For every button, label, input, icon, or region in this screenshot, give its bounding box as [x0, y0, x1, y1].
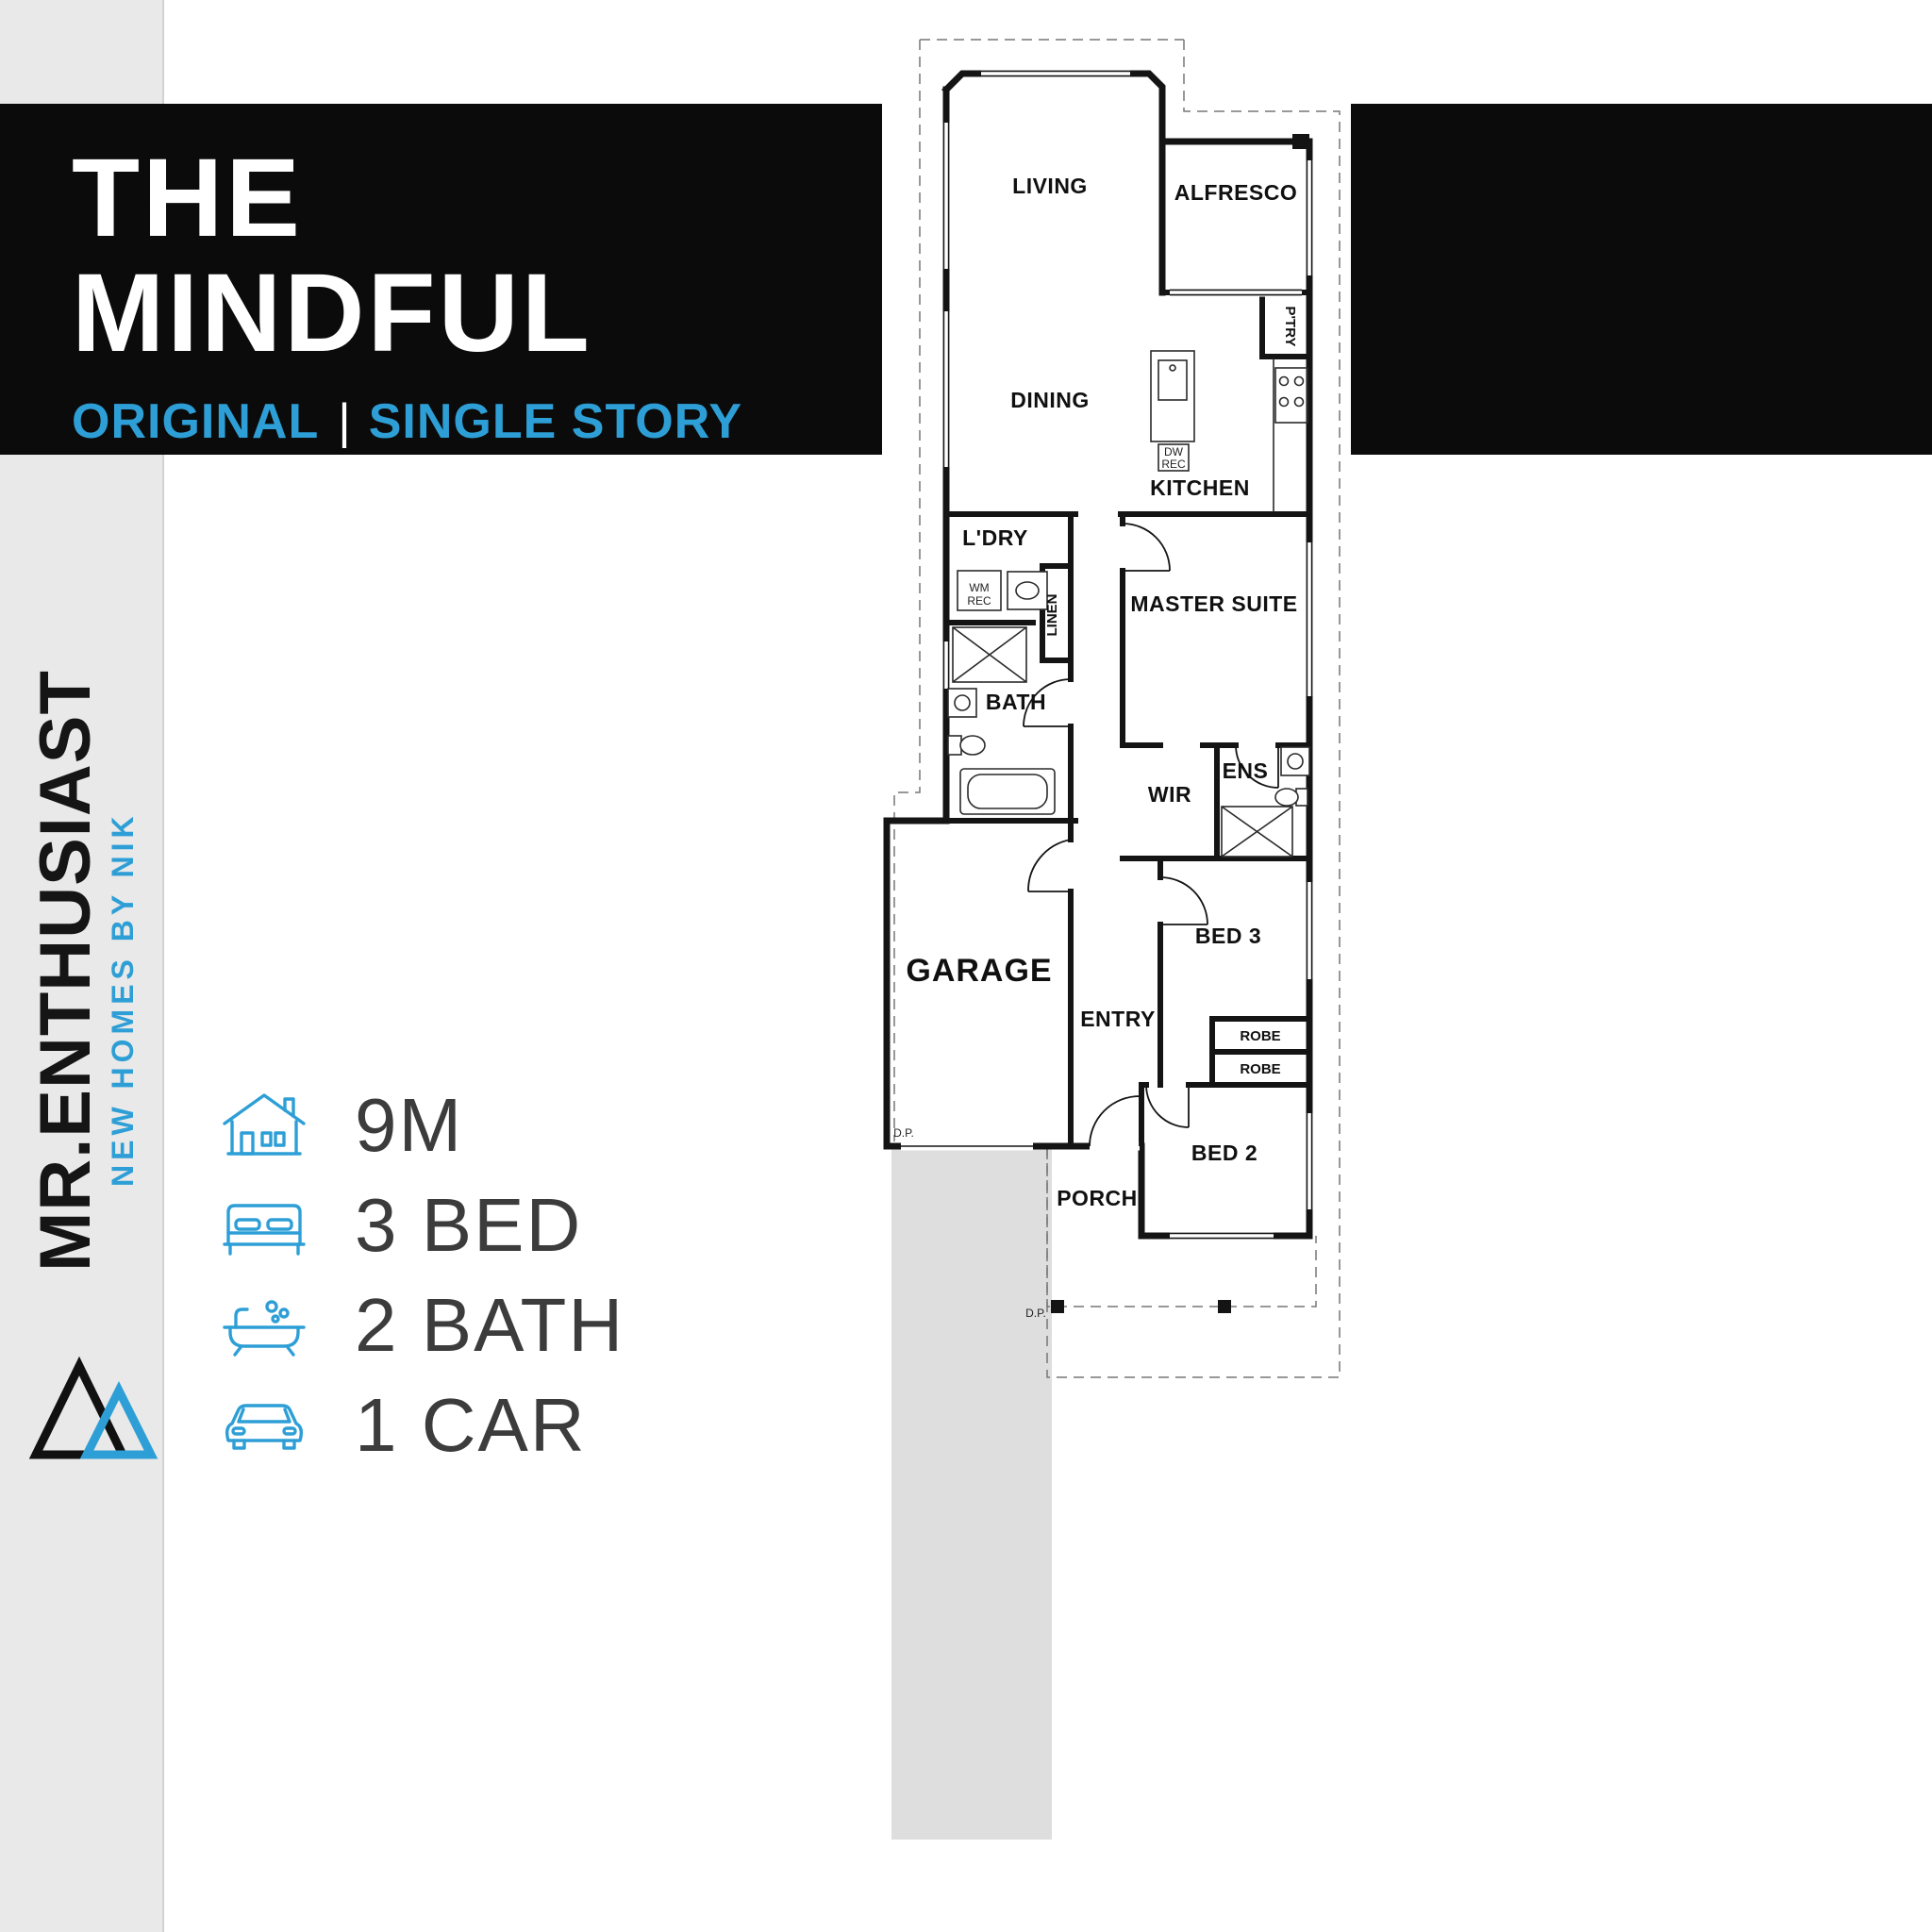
right-black-panel	[1351, 104, 1932, 455]
subtitle-left: ORIGINAL	[72, 394, 320, 450]
room-label-garage: GARAGE	[906, 953, 1052, 989]
room-label-kitchen: KITCHEN	[1150, 475, 1250, 500]
bath-icon	[223, 1300, 306, 1357]
driveway	[891, 1149, 1052, 1840]
features-list: 9M 3 BED 2 BATH	[219, 1083, 625, 1467]
room-label-bed3: BED 3	[1195, 924, 1261, 948]
annotation-downpipe-left: D.P.	[893, 1126, 914, 1140]
logo-black-triangle	[28, 1356, 130, 1459]
subtitle-right: SINGLE STORY	[368, 394, 743, 450]
room-label-pantry: P'TRY	[1282, 306, 1298, 346]
feature-frontage: 9M	[219, 1083, 625, 1167]
room-label-robe1: ROBE	[1240, 1028, 1280, 1044]
room-label-porch: PORCH	[1057, 1186, 1138, 1210]
page-title-line2: MINDFUL	[72, 250, 592, 375]
page-title-line1: THE	[72, 136, 303, 260]
annotation-downpipe-porch: D.P.	[1025, 1307, 1046, 1320]
floor-plan: LIVING ALFRESCO P'TRY DINING KITCHEN L'D…	[883, 39, 1341, 1840]
house-frontage-icon	[223, 1093, 306, 1156]
feature-bedrooms-label: 3 BED	[355, 1183, 583, 1267]
annotation-wm: WM	[969, 581, 989, 594]
logo-blue-triangle	[79, 1380, 158, 1459]
tagline-vertical-text: NEW HOMES BY NIK	[106, 811, 140, 1187]
annotation-dw: DW	[1164, 445, 1184, 458]
feature-garage-label: 1 CAR	[355, 1383, 587, 1467]
room-label-master-suite: MASTER SUITE	[1130, 591, 1297, 616]
subtitle-separator: |	[338, 394, 352, 450]
lot-boundary	[893, 39, 1341, 1378]
room-label-bath: BATH	[986, 690, 1046, 714]
doors	[1023, 523, 1279, 1147]
feature-frontage-label: 9M	[355, 1083, 464, 1167]
brand-vertical-text: MR.ENTHUSIAST	[25, 670, 106, 1272]
title-banner: THE MINDFUL ORIGINAL | SINGLE STORY	[0, 104, 882, 455]
bed-icon	[223, 1204, 306, 1256]
room-label-dining: DINING	[1010, 388, 1090, 412]
room-labels: LIVING ALFRESCO P'TRY DINING KITCHEN L'D…	[893, 174, 1298, 1320]
room-label-living: LIVING	[1012, 174, 1088, 198]
fixtures	[947, 350, 1310, 1313]
room-label-ens: ENS	[1223, 758, 1269, 783]
room-label-linen: LINEN	[1044, 594, 1060, 637]
feature-bathrooms: 2 BATH	[219, 1283, 625, 1367]
windows	[901, 69, 1314, 1241]
room-label-robe2: ROBE	[1240, 1061, 1280, 1077]
subtitle: ORIGINAL | SINGLE STORY	[72, 393, 882, 450]
feature-garage: 1 CAR	[219, 1383, 625, 1467]
room-label-bed2: BED 2	[1191, 1141, 1257, 1165]
feature-bathrooms-label: 2 BATH	[355, 1283, 625, 1367]
feature-bedrooms: 3 BED	[219, 1183, 625, 1267]
car-icon	[225, 1404, 304, 1450]
brand-logo	[28, 1356, 158, 1459]
annotation-wm-rec: REC	[967, 594, 991, 608]
room-label-entry: ENTRY	[1080, 1007, 1156, 1031]
room-label-wir: WIR	[1148, 782, 1191, 807]
room-label-laundry: L'DRY	[962, 525, 1028, 550]
room-label-alfresco: ALFRESCO	[1174, 180, 1298, 205]
annotation-dw-rec: REC	[1161, 458, 1186, 471]
